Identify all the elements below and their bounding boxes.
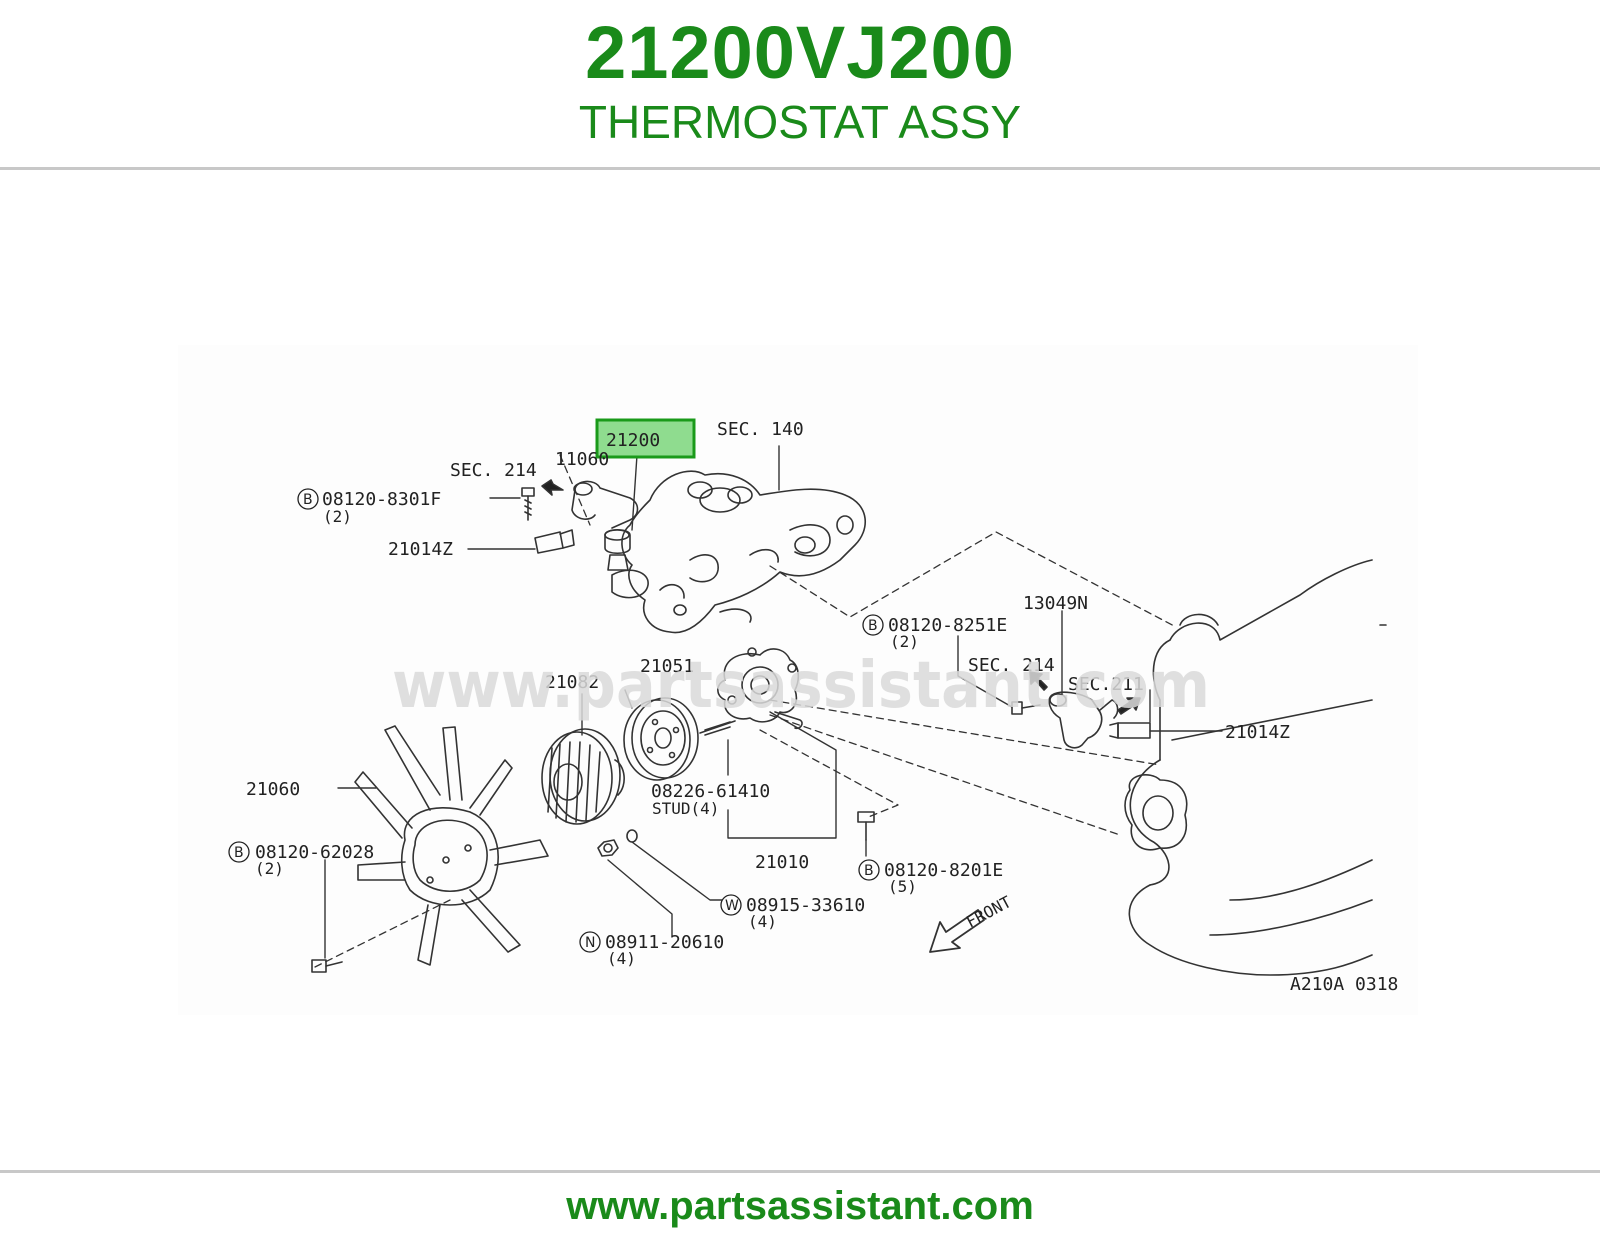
bolt-marker-letter: B: [234, 845, 244, 861]
label-21014Z-right: 21014Z: [1225, 722, 1290, 743]
label-sec214-right: SEC. 214: [968, 655, 1055, 676]
bolt-marker-icon: [228, 841, 250, 863]
cooling-fan-drawing: [311, 725, 549, 973]
label-08120-62028: 08120-62028: [255, 842, 374, 863]
bolt-marker-letter: B: [303, 492, 313, 508]
label-08120-8251E-qty: (2): [890, 632, 919, 651]
label-08120-8301F: 08120-8301F: [322, 489, 441, 510]
fan-clutch-drawing: [541, 728, 625, 825]
washer-marker-icon: [720, 894, 742, 916]
leader-lines: [324, 445, 1223, 959]
label-08120-8251E: 08120-8251E: [888, 615, 1007, 636]
nut-marker-icon: [579, 931, 601, 953]
label-08911-20610: 08911-20610: [605, 932, 724, 953]
label-sec214-top: SEC. 214: [450, 460, 537, 481]
label-08226-61410: 08226-61410: [651, 781, 770, 802]
thermostat-housing-drawing: [521, 480, 649, 599]
label-21051: 21051: [640, 656, 694, 677]
engine-block-drawing: [1124, 559, 1387, 976]
highlight-label: 21200: [606, 430, 660, 451]
front-direction-arrow: [929, 909, 985, 953]
part-number-title: 21200VJ200: [585, 11, 1015, 94]
page-header: 21200VJ200 THERMOSTAT ASSY: [0, 0, 1600, 168]
label-08911-20610-qty: (4): [607, 949, 636, 968]
label-08915-33610-qty: (4): [748, 912, 777, 931]
label-stud: STUD(4): [652, 799, 719, 818]
water-pump-drawing: [699, 647, 875, 841]
flow-arrow-sec211: [1117, 697, 1141, 715]
intake-manifold-drawing: [621, 470, 867, 634]
flow-arrow-sec214-right: [1029, 671, 1048, 691]
highlight-box: [595, 418, 696, 459]
bolt-marker-icon: [858, 859, 880, 881]
label-21010: 21010: [755, 852, 809, 873]
label-08120-62028-qty: (2): [255, 859, 284, 878]
watermark-text: www.partsassistant.com: [392, 649, 1210, 723]
water-inlet-housing-drawing: [1011, 691, 1151, 749]
part-name-subtitle: THERMOSTAT ASSY: [578, 96, 1022, 148]
label-13049N: 13049N: [1023, 593, 1088, 614]
pulley-drawing: [623, 697, 699, 781]
label-08120-8201E: 08120-8201E: [884, 860, 1003, 881]
label-21014Z-left: 21014Z: [388, 539, 453, 560]
bolt-marker-icon: [862, 614, 884, 636]
label-21060: 21060: [246, 779, 300, 800]
bolt-marker-letter: B: [864, 863, 874, 879]
washer-marker-letter: W: [725, 898, 739, 914]
footer-divider: [0, 1170, 1600, 1173]
drawing-code: A210A 0318: [1290, 974, 1398, 995]
bolt-marker-letter: B: [868, 618, 878, 634]
label-08120-8301F-qty: (2): [323, 507, 352, 526]
label-sec211: SEC.211: [1068, 674, 1144, 695]
nut-marker-letter: N: [585, 935, 595, 951]
label-11060: 11060: [555, 449, 609, 470]
label-sec140: SEC. 140: [717, 419, 804, 440]
header-divider: [0, 167, 1600, 170]
flow-arrow-sec214-top: [541, 479, 564, 496]
bolt-marker-icon: [297, 488, 319, 510]
label-21082: 21082: [545, 672, 599, 693]
label-08915-33610: 08915-33610: [746, 895, 865, 916]
footer-website-link[interactable]: www.partsassistant.com: [566, 1184, 1034, 1228]
highlighted-part-21200[interactable]: 21200: [595, 418, 696, 459]
label-08120-8201E-qty: (5): [888, 877, 917, 896]
